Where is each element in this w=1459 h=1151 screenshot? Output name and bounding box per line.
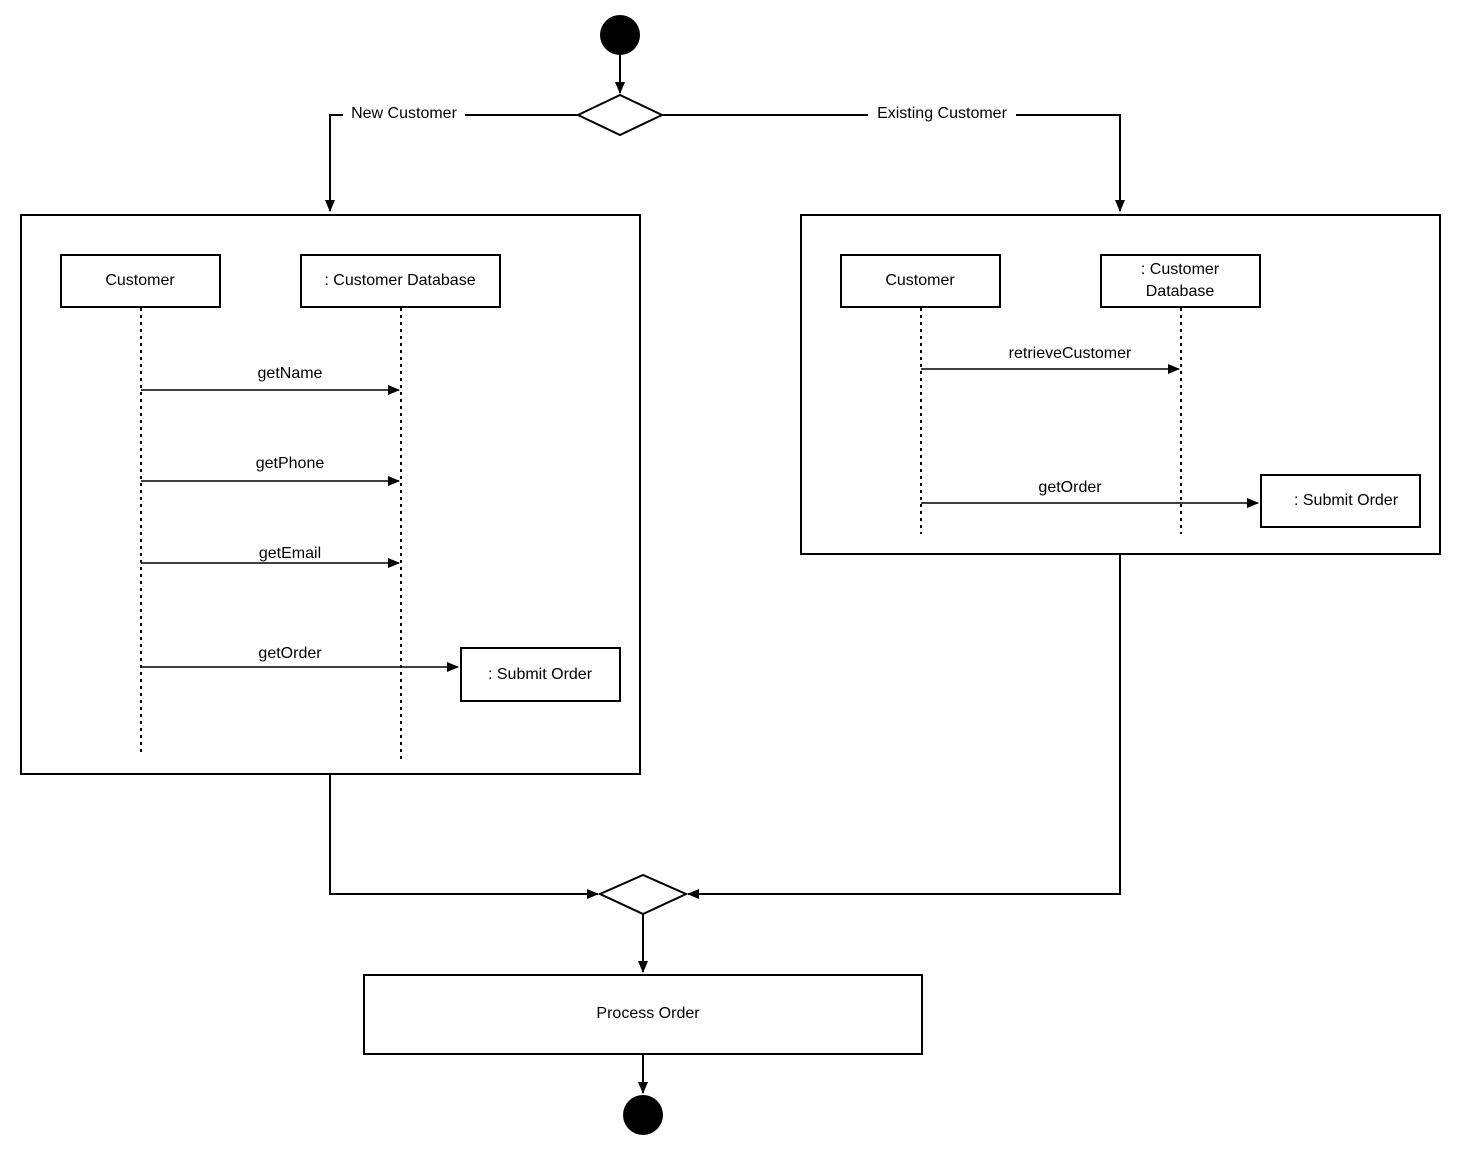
submit-order-label: : Submit Order xyxy=(488,666,593,683)
flow-existing-to-merge xyxy=(687,555,1121,899)
decision-node xyxy=(575,93,665,137)
lifeline-customer-existing xyxy=(840,254,1001,308)
flow-existing-customer xyxy=(662,114,1125,212)
lifeline-customer-database-existing-label-2: Database xyxy=(1146,283,1215,300)
message-getname-label: getName xyxy=(258,365,323,382)
message-getorder-existing-label: getOrder xyxy=(1038,479,1102,496)
new-customer-frame: Customer : Customer Database getName get… xyxy=(20,214,641,775)
message-getphone-label: getPhone xyxy=(256,455,325,472)
lifeline-customer-existing-label: Customer xyxy=(885,272,955,289)
lifeline-customer xyxy=(60,254,221,308)
existing-customer-frame: Customer : Customer Database retrieveCus… xyxy=(800,214,1441,555)
final-node xyxy=(623,1095,663,1135)
lifeline-customer-label: Customer xyxy=(105,272,175,289)
merge-node xyxy=(597,873,689,916)
lifeline-customer-database-existing xyxy=(1100,254,1261,308)
guard-existing-customer: Existing Customer xyxy=(877,105,1007,122)
process-order-label: Process Order xyxy=(596,1005,700,1022)
lifeline-customer-database-label: : Customer Database xyxy=(324,272,475,289)
lifeline-customer-database-existing-label-1: : Customer xyxy=(1141,261,1220,278)
guard-new-customer: New Customer xyxy=(351,105,457,122)
message-getorder-label: getOrder xyxy=(258,645,322,662)
lifeline-customer-database xyxy=(300,254,501,308)
initial-node xyxy=(600,15,640,55)
message-retrievecustomer-label: retrieveCustomer xyxy=(1009,345,1132,362)
process-order-action xyxy=(363,974,923,1055)
flow-new-customer xyxy=(325,114,578,212)
submit-order-existing-label: : Submit Order xyxy=(1294,492,1399,509)
flow-new-to-merge xyxy=(329,775,599,899)
submit-order-box xyxy=(460,647,621,702)
submit-order-box-existing xyxy=(1260,474,1421,528)
message-getemail-label: getEmail xyxy=(259,545,321,562)
